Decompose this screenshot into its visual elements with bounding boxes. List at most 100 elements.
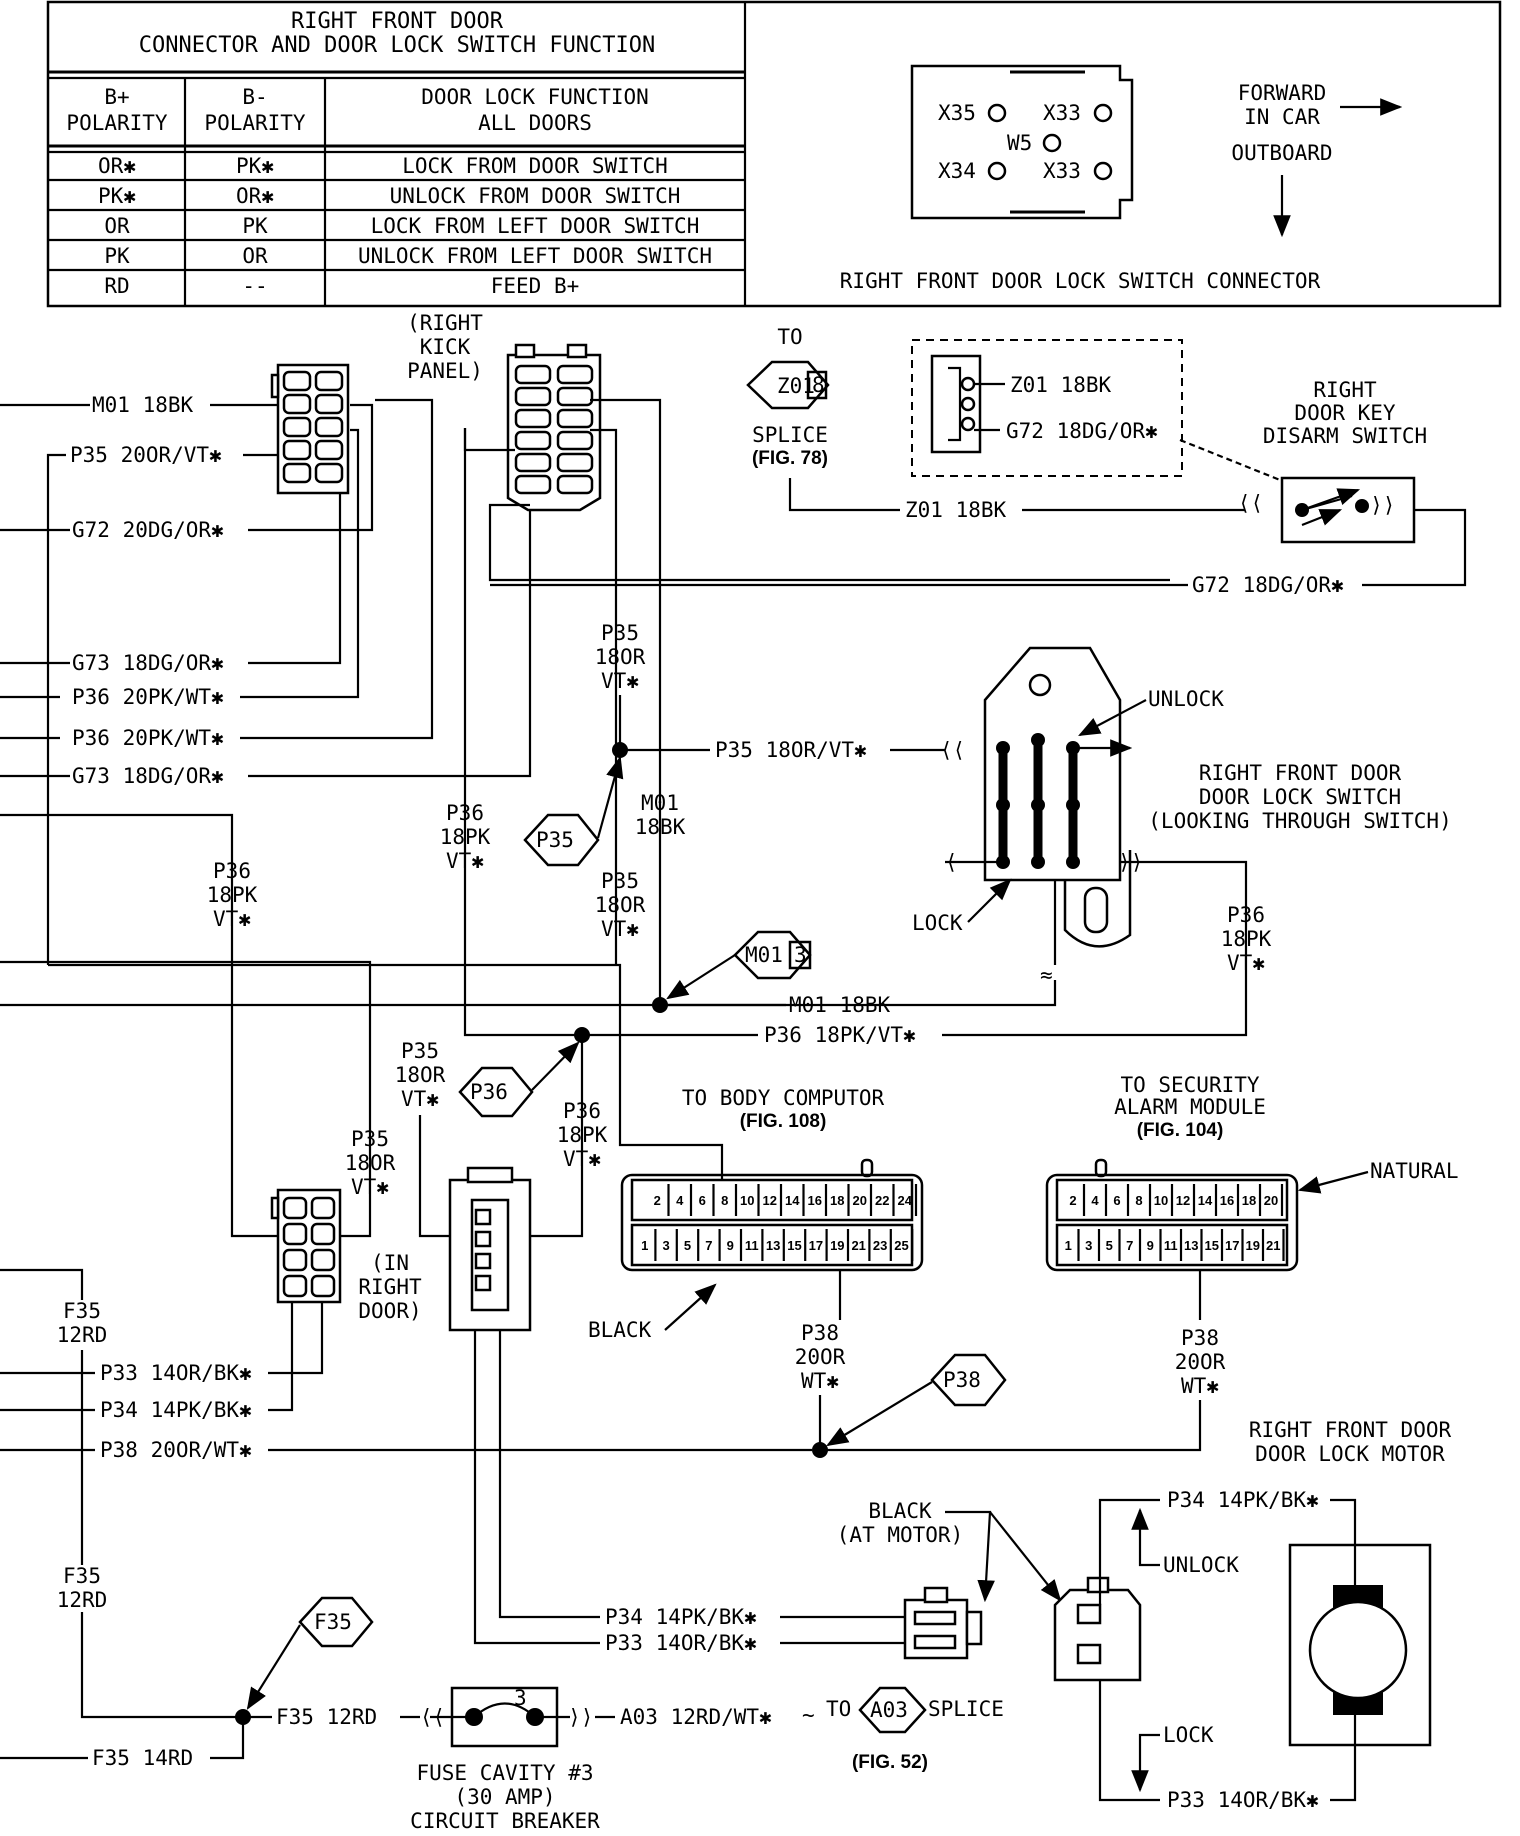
alarm-label-3: (FIG. 104) xyxy=(1137,1120,1224,1141)
connector-pin-label: 15 xyxy=(1205,1238,1219,1253)
pin-x34: X34 xyxy=(938,159,976,183)
diamond-p36: P36 xyxy=(470,1080,508,1104)
wire-p34-14pk-bk-term: P34 14PK/BK✱ xyxy=(1167,1488,1319,1512)
vlabel-p35-b-2: 18OR xyxy=(595,893,646,917)
wire-g72-18dg-or-pin: G72 18DG/OR✱ xyxy=(1006,419,1158,443)
table-cell-function: LOCK FROM LEFT DOOR SWITCH xyxy=(371,214,700,238)
a03-diamond xyxy=(858,1686,927,1734)
connector-pin-label: 18 xyxy=(1242,1193,1256,1208)
vlabel-f35-b-2: 12RD xyxy=(57,1588,108,1612)
svg-text:⟩⟩: ⟩⟩ xyxy=(1118,850,1143,874)
wire-p38-20or-wt: P38 20OR/WT✱ xyxy=(100,1438,252,1462)
vlabel-m01-2: 18BK xyxy=(635,815,686,839)
connector-pin-label: 24 xyxy=(898,1193,913,1208)
wire-m01-18bk-left: M01 18BK xyxy=(92,393,194,417)
connector-pin-label: 11 xyxy=(1164,1238,1178,1253)
connector-pin-label: 25 xyxy=(894,1238,908,1253)
wire-p33-14or-bk: P33 14OR/BK✱ xyxy=(100,1361,252,1385)
door-key-disarm-switch: Z01 18BK G72 18DG/OR✱ ⟨⟨ ⟩⟩ RIGHT DOOR K… xyxy=(911,339,1427,544)
connector-pin-label: 7 xyxy=(1126,1238,1133,1253)
connector-caption: RIGHT FRONT DOOR LOCK SWITCH CONNECTOR xyxy=(840,269,1321,293)
connector-pin-label: 13 xyxy=(1184,1238,1198,1253)
table-cell-bplus: OR xyxy=(104,214,130,238)
fuse-label-3: CIRCUIT BREAKER xyxy=(410,1809,600,1833)
black-at-motor-1: BLACK xyxy=(868,1499,932,1523)
kick-panel-connector-right xyxy=(506,343,602,512)
col-bminus-h1: B- xyxy=(242,85,267,109)
vlabel-p35-b-3: VT✱ xyxy=(601,917,639,941)
vlabel-p36-d-3: VT✱ xyxy=(563,1147,601,1171)
outboard-label: OUTBOARD xyxy=(1231,141,1332,165)
connector-pin-label: 7 xyxy=(705,1238,712,1253)
connector-pin-label: 3 xyxy=(1085,1238,1092,1253)
wire-z01-18bk-disarm: Z01 18BK xyxy=(905,498,1007,522)
f35-diamond xyxy=(298,1596,374,1648)
p36-diamond xyxy=(458,1066,534,1118)
connector-pin-label: 1 xyxy=(641,1238,648,1253)
vlabel-p35-a-1: P35 xyxy=(601,621,639,645)
vlabel-f35-b-1: F35 xyxy=(63,1564,101,1588)
table-cell-bplus: PK xyxy=(104,244,130,268)
vlabel-p35-c-1: P35 xyxy=(401,1039,439,1063)
wire-g72-18dg-or-disarm: G72 18DG/OR✱ xyxy=(1192,573,1344,597)
kick-panel-label-1: (RIGHT xyxy=(407,311,483,335)
vlabel-p38-a-2: 20OR xyxy=(795,1345,846,1369)
vlabel-p38-b-1: P38 xyxy=(1181,1326,1219,1350)
in-door-label-3: DOOR) xyxy=(358,1299,421,1323)
disarm-label-2: DOOR KEY xyxy=(1294,401,1396,425)
col-func-h1: DOOR LOCK FUNCTION xyxy=(421,85,649,109)
connector-pin-label: 10 xyxy=(1154,1193,1168,1208)
diamond-m01: M01 xyxy=(745,943,783,967)
diamond-a03: A03 xyxy=(870,1698,908,1722)
wire-m01-18bk-bottom: M01 18BK xyxy=(789,993,891,1017)
a03-to-label: TO xyxy=(826,1697,851,1721)
connector-pin-label: 5 xyxy=(684,1238,691,1253)
connector-pin-label: 6 xyxy=(699,1193,706,1208)
vlabel-p35-c-2: 18OR xyxy=(395,1063,446,1087)
svg-text:≈: ≈ xyxy=(1040,963,1053,987)
fig78-label: (FIG. 78) xyxy=(752,448,828,469)
connector-pin-label: 13 xyxy=(766,1238,780,1253)
wire-g73-18dg-or-1: G73 18DG/OR✱ xyxy=(72,651,224,675)
fuse-label-2: (30 AMP) xyxy=(454,1785,555,1809)
connector-pin-label: 10 xyxy=(740,1193,754,1208)
vlabel-p38-b-2: 20OR xyxy=(1175,1350,1226,1374)
natural-label: NATURAL xyxy=(1370,1159,1459,1183)
connector-pin-label: 21 xyxy=(851,1238,865,1253)
connector-pin-label: 9 xyxy=(1147,1238,1154,1253)
function-table: RIGHT FRONT DOOR CONNECTOR AND DOOR LOCK… xyxy=(46,0,1502,308)
table-title-2: CONNECTOR AND DOOR LOCK SWITCH FUNCTION xyxy=(139,33,656,58)
wire-p34-14pk-bk: P34 14PK/BK✱ xyxy=(100,1398,252,1422)
wire-g72-20dg-or: G72 20DG/OR✱ xyxy=(72,518,224,542)
diamond-f35: F35 xyxy=(314,1610,352,1634)
connector-pin-label: 15 xyxy=(787,1238,801,1253)
vlabel-p38-a-3: WT✱ xyxy=(801,1369,839,1393)
header-frame xyxy=(46,0,1502,308)
connector-pin-label: 3 xyxy=(662,1238,669,1253)
connector-pin-label: 17 xyxy=(809,1238,823,1253)
connector-pin-label: 19 xyxy=(1246,1238,1260,1253)
alarm-label-1: TO SECURITY xyxy=(1120,1073,1259,1097)
vlabel-m01-1: M01 xyxy=(641,791,679,815)
svg-text:~: ~ xyxy=(802,1703,815,1727)
col-func-h2: ALL DOORS xyxy=(478,111,592,135)
a03-splice-label: SPLICE xyxy=(928,1697,1004,1721)
wire-a03-12rd-wt: A03 12RD/WT✱ xyxy=(620,1705,772,1729)
connector-pin-label: 2 xyxy=(654,1193,661,1208)
table-cell-bplus: OR✱ xyxy=(98,154,136,178)
z01-splice-diamond: Z01 8 xyxy=(746,360,830,410)
connector-pin-label: 11 xyxy=(745,1238,759,1253)
connector-pin-label: 18 xyxy=(830,1193,844,1208)
switch-unlock-label: UNLOCK xyxy=(1148,687,1224,711)
connector-pin-label: 9 xyxy=(727,1238,734,1253)
table-cell-function: FEED B+ xyxy=(491,274,580,298)
wire-p36-20pk-wt-2: P36 20PK/WT✱ xyxy=(72,726,224,750)
in-door-connector-left xyxy=(270,1188,342,1304)
connector-pin-label: 12 xyxy=(1176,1193,1190,1208)
in-door-connector-right xyxy=(448,1166,532,1332)
fuse-number: 3 xyxy=(514,1686,527,1710)
wire-p33-14or-bk-motor: P33 14OR/BK✱ xyxy=(605,1631,757,1655)
fig52-label: (FIG. 52) xyxy=(852,1752,928,1773)
switch-label-1: RIGHT FRONT DOOR xyxy=(1199,761,1402,785)
vlabel-p38-a-1: P38 xyxy=(801,1321,839,1345)
